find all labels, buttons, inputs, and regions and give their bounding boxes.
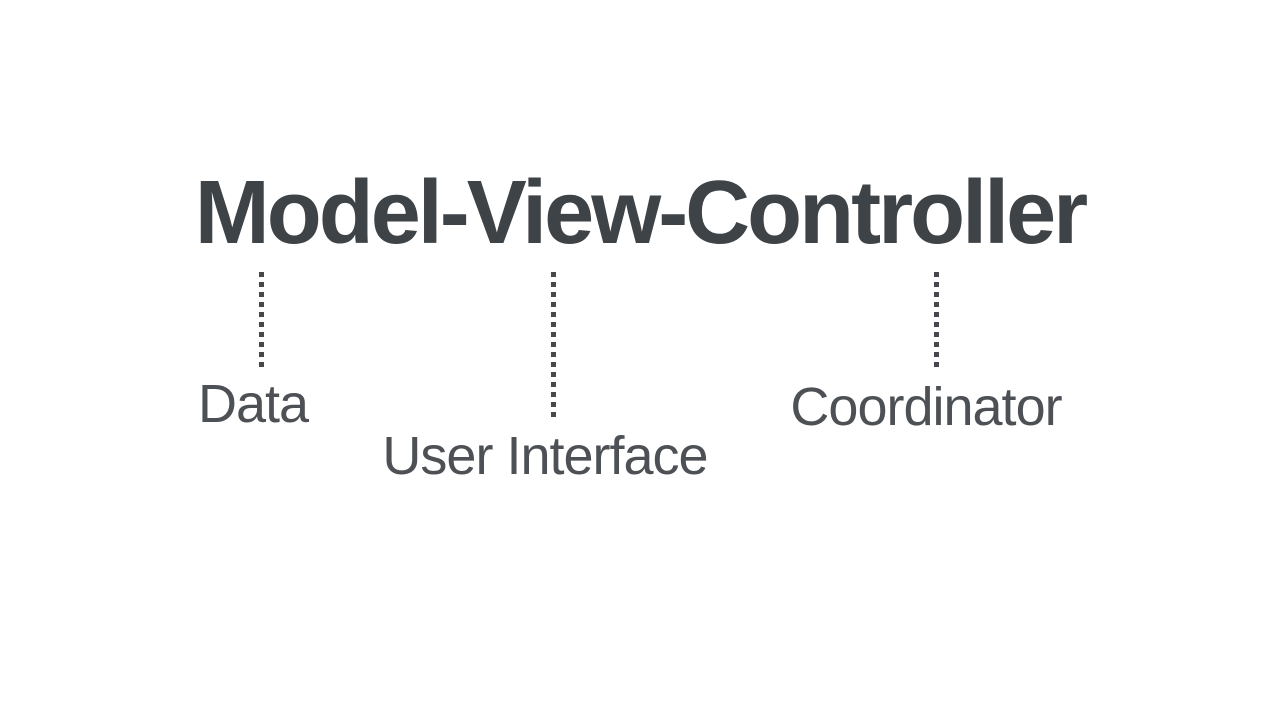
label-view-user-interface: User Interface xyxy=(382,426,708,486)
label-controller-coordinator: Coordinator xyxy=(790,377,1062,437)
dotted-connector-view xyxy=(551,272,556,422)
label-model-data: Data xyxy=(197,374,309,434)
dotted-connector-controller xyxy=(934,272,939,370)
diagram-title: Model-View-Controller xyxy=(194,163,1088,263)
dotted-connector-model xyxy=(259,272,264,370)
